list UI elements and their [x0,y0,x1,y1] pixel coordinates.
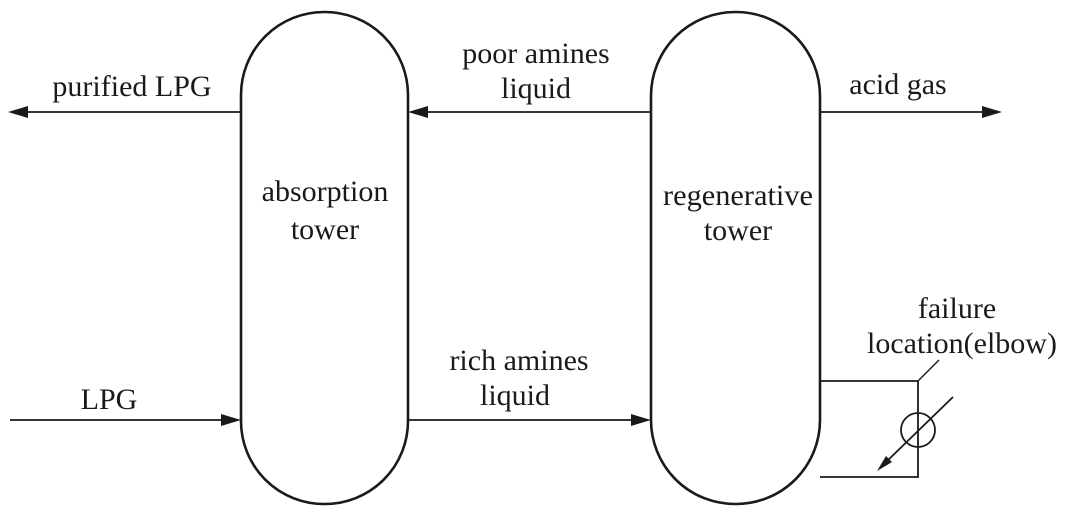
regenerative-tower-label-1: regenerative [663,179,813,212]
rich-amines-label-2: liquid [480,379,550,412]
absorption-tower-label-2: tower [291,213,359,246]
regenerative-tower-label-2: tower [704,214,772,247]
absorption-tower-vessel [239,10,410,506]
rich-amines-arrowhead [631,414,651,426]
elbow-marker-circle [900,412,936,448]
acid-gas-arrowhead [982,106,1002,118]
lpg-label: LPG [81,383,138,416]
purified-lpg-label: purified LPG [52,70,211,103]
elbow-marker-line [883,396,954,465]
regenerative-tower-vessel [649,10,822,506]
failure-label-2: location(elbow) [867,327,1057,360]
recirculation-loop-pipe [820,380,919,478]
failure-leader-line [917,359,940,382]
poor-amines-label-2: liquid [501,72,571,105]
poor-amines-arrowhead [408,106,428,118]
elbow-marker-arrowhead [877,456,892,471]
purified-lpg-arrowhead [8,106,28,118]
poor-amines-label-1: poor amines [462,37,609,70]
lpg-arrowhead [221,414,241,426]
absorption-tower-label-1: absorption [262,175,389,208]
acid-gas-label: acid gas [849,68,946,101]
rich-amines-label-1: rich amines [449,344,588,377]
failure-label-1: failure [918,292,996,325]
